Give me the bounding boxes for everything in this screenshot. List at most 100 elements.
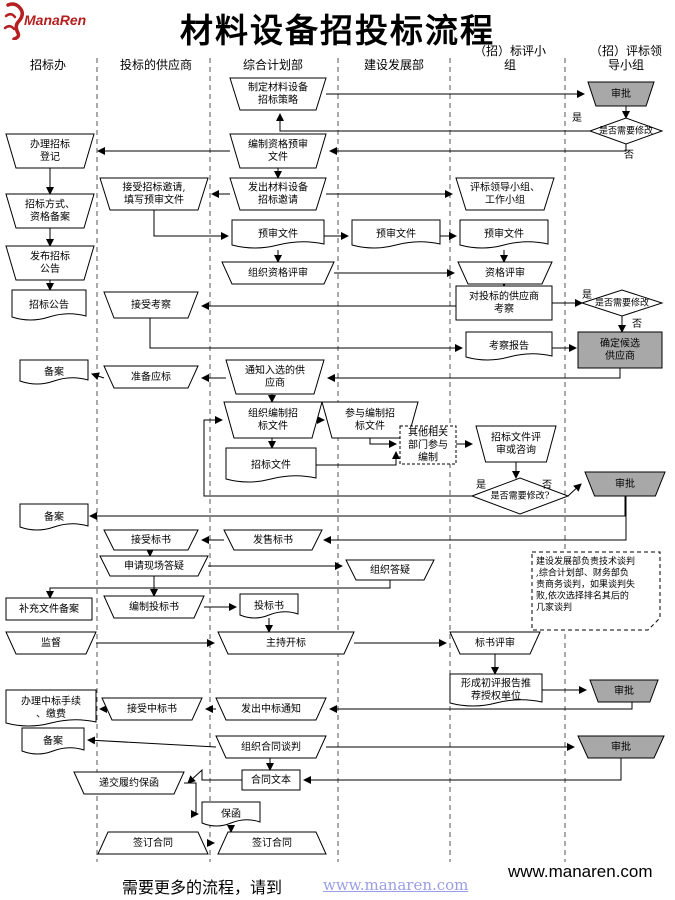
node-issue-award: 发出中标通知	[215, 697, 327, 721]
column-header-development-dept: 建设发展部	[363, 58, 424, 72]
node-label: 组织合同谈判	[241, 740, 301, 753]
node-accept-tender: 接受标书	[103, 529, 199, 551]
node-need-modify-2: 是否需要修改	[580, 289, 664, 317]
flow-arrow	[276, 113, 590, 132]
node-prequal-file-c5: 预审文件	[459, 219, 549, 249]
node-supervise: 监督	[5, 631, 97, 655]
node-label: 办理招标登记	[30, 138, 70, 164]
node-label: 签订合同	[133, 836, 173, 849]
node-contract-text: 合同文本	[241, 769, 301, 791]
branch-yes-label: 是	[476, 479, 486, 491]
node-label: 接受标书	[131, 533, 171, 546]
node-plan-strategy: 制定材料设备招标策略	[229, 77, 327, 111]
node-label: 建设发展部负责技术谈判,综合计划部、财务部负责商务谈判，如果谈判失败,依次选择排…	[536, 555, 635, 613]
node-negotiation-note: 建设发展部负责技术谈判,综合计划部、财务部负责商务谈判，如果谈判失败,依次选择排…	[531, 551, 661, 631]
node-site-inquiry: 申请现场答疑	[99, 555, 209, 577]
node-sign-c3: 签订合同	[217, 831, 327, 855]
flow-arrow	[149, 318, 463, 352]
node-label: 保函	[221, 807, 241, 820]
flow-arrow	[184, 782, 199, 818]
flow-arrow	[369, 438, 397, 448]
node-label: 是否需要修改?	[491, 489, 550, 501]
node-label: 备案	[44, 510, 64, 523]
node-record-3: 备案	[21, 727, 85, 755]
node-sell-tender: 发售标书	[223, 529, 323, 551]
node-need-modify-3: 是否需要修改?	[470, 477, 570, 515]
node-select-supplier: 确定候选供应商	[577, 331, 663, 369]
node-label: 监督	[41, 636, 61, 649]
branch-yes-label: 是	[572, 112, 582, 124]
footer-more-text: 需要更多的流程，请到	[122, 878, 283, 897]
column-header-bidding-office: 招标办	[29, 58, 66, 72]
node-label: 其他相关部门参与编制	[408, 425, 448, 463]
node-approve-2: 审批	[584, 471, 666, 497]
node-label: 备案	[43, 734, 63, 747]
node-org-contract: 组织合同谈判	[215, 735, 327, 759]
branch-no-label: 否	[624, 149, 634, 161]
footer-site-url: www.manaren.com	[508, 862, 653, 881]
node-label: 审批	[614, 684, 634, 697]
node-inspect-supplier: 对投标的供应商考察	[455, 285, 553, 321]
flow-arrow	[187, 768, 242, 784]
node-label: 是否需要修改	[599, 124, 653, 136]
node-tender-eval: 标书评审	[449, 631, 541, 655]
node-label: 形成初评报告推荐授权单位	[461, 677, 531, 703]
page-title: 材料设备招投标流程	[180, 11, 495, 50]
node-label: 招标公告	[29, 298, 69, 311]
flow-arrow	[203, 416, 472, 497]
node-org-bid-doc: 组织编制招标文件	[223, 401, 323, 439]
node-label: 递交履约保函	[99, 776, 159, 789]
flow-arrow	[316, 451, 400, 466]
node-submit-bond: 递交履约保函	[73, 771, 185, 795]
node-bid-doc: 招标文件	[225, 447, 317, 483]
node-bond: 保函	[201, 801, 261, 827]
node-label: 通知入选的供应商	[245, 364, 305, 390]
node-tender-doc: 投标书	[239, 593, 299, 619]
node-prelim-report: 形成初评报告推荐授权单位	[449, 673, 543, 707]
node-prepare-tender: 编制投标书	[103, 595, 205, 619]
node-label: 编制资格预审文件	[248, 138, 308, 164]
node-award-procedure: 办理中标手续、缴费	[5, 689, 97, 727]
branch-yes-label: 是	[582, 289, 592, 301]
node-prequal-file-c3: 预审文件	[231, 219, 325, 249]
flow-arrow	[327, 368, 621, 382]
node-label: 审批	[611, 740, 631, 753]
node-label: 办理中标手续、缴费	[21, 695, 81, 721]
column-header-eval-leaders: （招）评标领导小组	[589, 44, 662, 72]
node-label: 准备应标	[131, 370, 171, 383]
node-label: 合同文本	[251, 773, 291, 786]
node-label: 备案	[44, 365, 64, 378]
node-label: 资格评审	[485, 266, 525, 279]
flow-arrow	[567, 483, 582, 497]
node-label: 补充文件备案	[19, 602, 79, 615]
footer-link[interactable]: www.manaren.com	[323, 876, 469, 894]
node-other-depts: 其他相关部门参与编制	[399, 425, 457, 465]
node-label: 审批	[611, 87, 631, 100]
node-publish-notice: 发布招标公告	[5, 245, 95, 281]
node-eval-groups: 评标领导小组、工作小组	[455, 177, 555, 211]
node-host-opening: 主持开标	[217, 631, 355, 655]
node-label: 考察报告	[489, 339, 529, 352]
flow-arrow	[329, 702, 633, 713]
node-label: 接受考察	[131, 298, 171, 311]
node-accept-inspect: 接受考察	[103, 291, 199, 319]
flow-arrow	[329, 144, 627, 155]
node-label: 发出材料设备招标邀请	[248, 181, 308, 207]
node-accept-award: 接受中标书	[101, 697, 203, 721]
node-prequal-doc: 编制资格预审文件	[229, 133, 327, 169]
flow-arrow	[87, 736, 217, 748]
node-label: 招标文件评审或咨询	[491, 431, 541, 457]
flow-arrow	[89, 496, 626, 520]
branch-no-label: 否	[632, 318, 642, 330]
node-label: 组织资格评审	[248, 266, 308, 279]
node-label: 预审文件	[376, 227, 416, 240]
node-label: 申请现场答疑	[124, 559, 184, 572]
node-label: 审批	[615, 477, 635, 490]
node-label: 评标领导小组、工作小组	[470, 181, 540, 207]
node-label: 确定候选供应商	[600, 337, 640, 363]
node-record-2: 备案	[19, 503, 89, 531]
node-org-qual-review: 组织资格评审	[221, 261, 335, 285]
node-label: 对投标的供应商考察	[469, 290, 539, 316]
